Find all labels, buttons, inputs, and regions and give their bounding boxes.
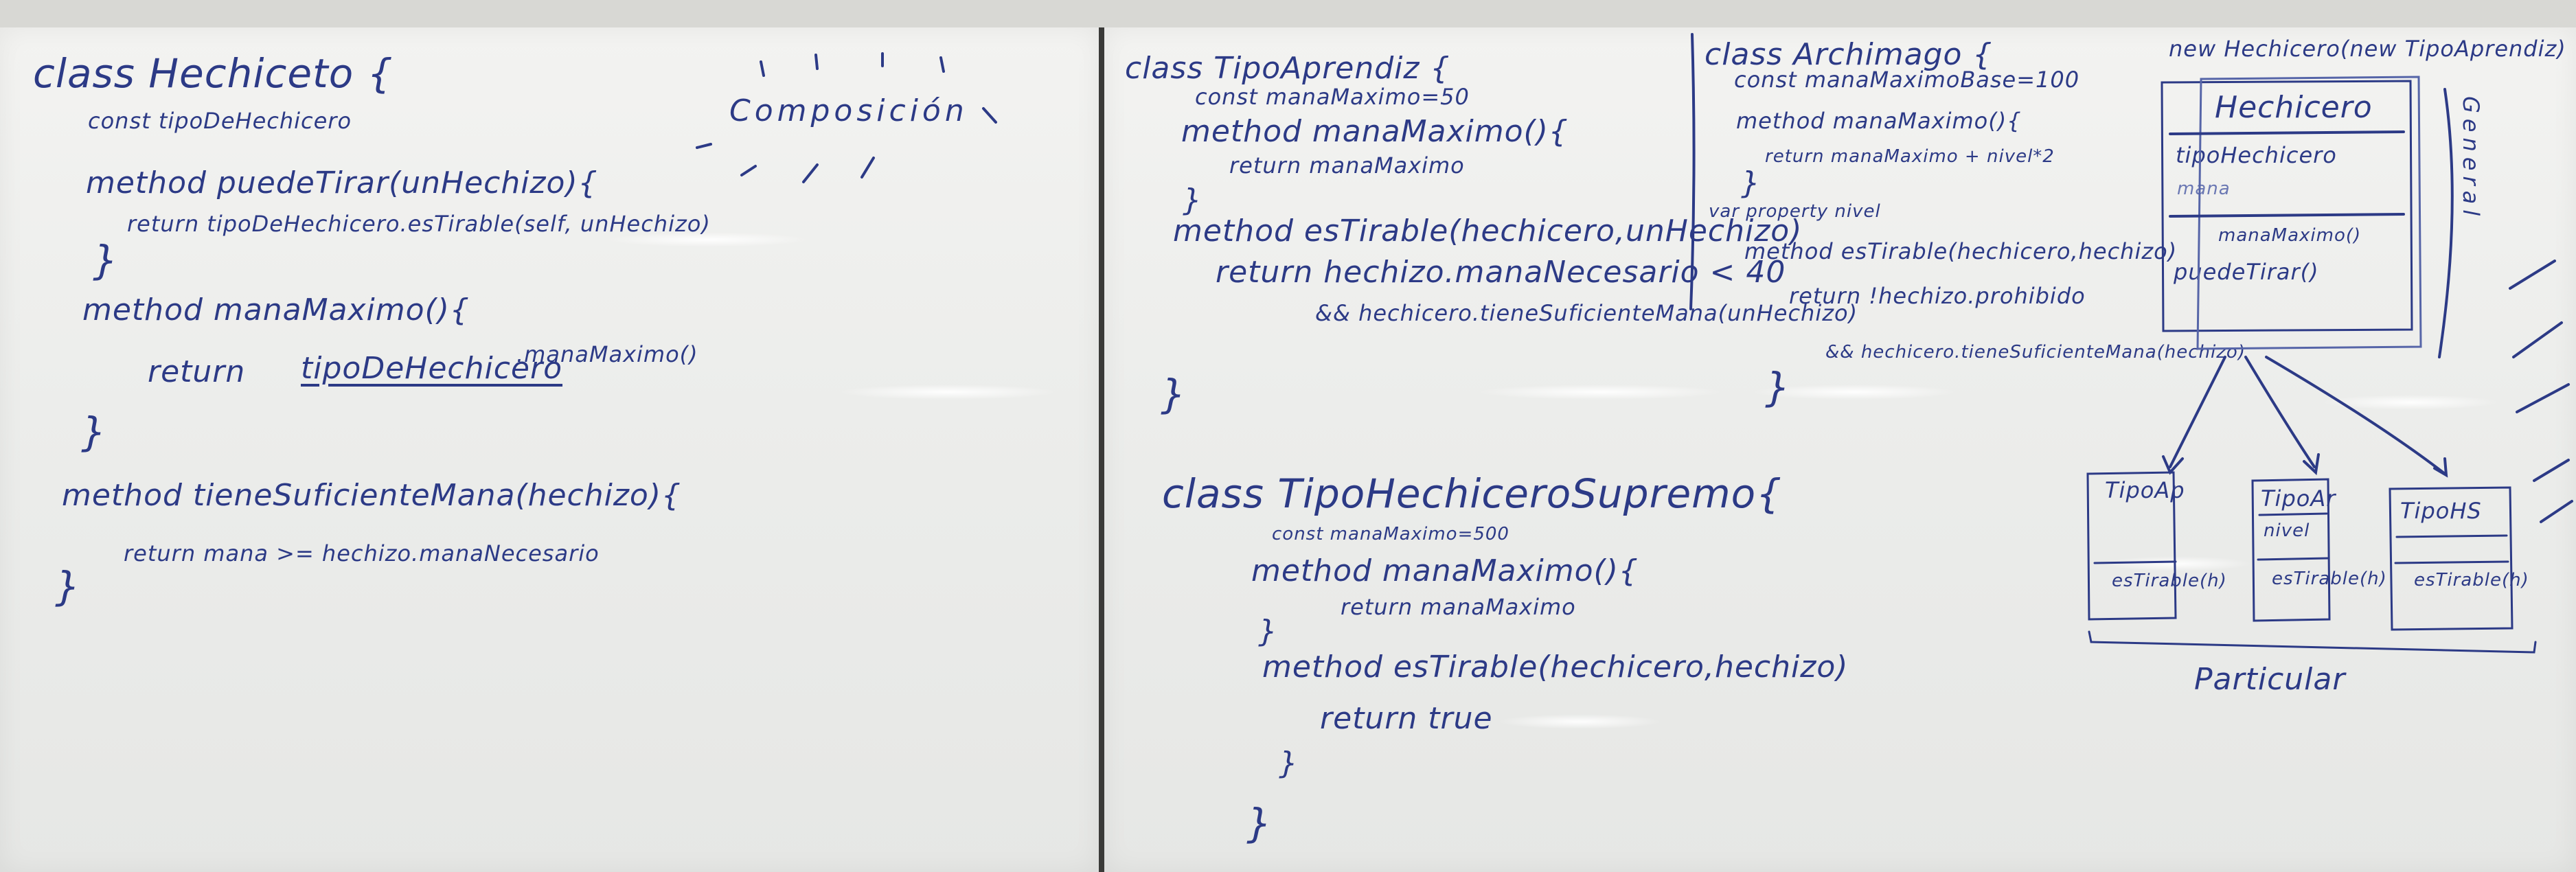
general-side-label: General <box>2458 96 2484 222</box>
uml-hechicero-attribute: mana <box>2177 179 2231 199</box>
hechicero-brace: } <box>93 237 119 284</box>
aprendiz-return-line: return manaMaximo <box>1229 152 1465 179</box>
uml-tipoar-attribute: nivel <box>2264 520 2310 541</box>
aprendiz-const-line: const manaMaximo=50 <box>1195 84 1470 110</box>
aprendiz-and-line: && hechicero.tieneSuficienteMana(unHechi… <box>1315 300 1858 326</box>
new-hechicero-label: new Hechicero(new TipoAprendiz) <box>2169 36 2566 62</box>
supremo-brace: } <box>1246 800 1273 847</box>
hechicero-brace: } <box>81 409 107 455</box>
light-glare <box>1477 385 1724 400</box>
archimago-return-line: return manaMaximo + nivel*2 <box>1765 146 2055 167</box>
aprendiz-brace: } <box>1161 371 1187 417</box>
aprendiz-class-line: class TipoAprendiz { <box>1125 51 1450 86</box>
hechicero-return-line: return tipoDeHechicero.esTirable(self, u… <box>127 211 711 237</box>
archimago-method-line: method esTirable(hechicero,hechizo) <box>1744 238 2178 264</box>
archimago-brace: } <box>1765 364 1791 411</box>
whiteboard-left <box>0 27 1099 872</box>
board-divider <box>1099 27 1104 872</box>
archimago-and-line: && hechicero.tieneSuficienteMana(hechizo… <box>1825 342 2246 363</box>
supremo-class-line: class TipoHechiceroSupremo{ <box>1162 470 1783 517</box>
archimago-class-line: class Archimago { <box>1705 37 1993 72</box>
hechicero-const-line: const tipoDeHechicero <box>88 108 352 134</box>
wall-strip <box>0 0 2576 27</box>
light-glare <box>604 232 810 247</box>
hechicero-return-line: return mana >= hechizo.manaNecesario <box>124 540 600 566</box>
aprendiz-return-line: return hechizo.manaNecesario < 40 <box>1216 255 1786 290</box>
supremo-return-line: return true <box>1320 701 1493 736</box>
hechicero-brace: } <box>55 563 81 610</box>
hechicero-return-call: .manaMaximo() <box>516 341 698 367</box>
light-glare <box>1751 385 1957 400</box>
supremo-const-line: const manaMaximo=500 <box>1272 524 1509 544</box>
light-glare <box>838 385 1058 400</box>
hechicero-underlined-field: tipoDeHechicero <box>301 351 563 386</box>
supremo-brace: } <box>1258 614 1278 649</box>
supremo-brace: } <box>1279 746 1299 781</box>
uml-tipoap-title: TipoAp <box>2105 477 2185 503</box>
hechicero-method-line: method manaMaximo(){ <box>82 292 470 328</box>
light-glare <box>2101 556 2253 571</box>
uml-tipoap-method: esTirable(h) <box>2112 571 2227 591</box>
hechicero-method-line: method puedeTirar(unHechizo){ <box>86 165 598 200</box>
light-glare <box>2321 395 2500 410</box>
supremo-method-line: method manaMaximo(){ <box>1251 553 1639 588</box>
whiteboard-right <box>1104 27 2576 872</box>
uml-tipoar-title: TipoAr <box>2261 485 2336 512</box>
uml-tipohs-title: TipoHS <box>2400 498 2482 524</box>
uml-hechicero-attribute: tipoHechicero <box>2176 142 2337 168</box>
archimago-brace: } <box>1741 165 1761 200</box>
aprendiz-method-line: method esTirable(hechicero,unHechizo) <box>1173 214 1803 249</box>
uml-hechicero-method: manaMaximo() <box>2218 225 2362 246</box>
archimago-var-line: var property nivel <box>1709 201 1881 222</box>
aprendiz-brace: } <box>1183 183 1202 218</box>
hechicero-method-line: method tieneSuficienteMana(hechizo){ <box>62 478 682 513</box>
hechicero-class-line: class Hechiceto { <box>33 50 394 97</box>
hechicero-return-keyword: return <box>148 354 246 389</box>
aprendiz-method-line: method manaMaximo(){ <box>1181 114 1569 149</box>
particular-label: Particular <box>2194 662 2346 697</box>
light-glare <box>1497 714 1662 729</box>
supremo-return-line: return manaMaximo <box>1341 594 1576 620</box>
archimago-method-line: method manaMaximo(){ <box>1736 108 2022 134</box>
uml-hechicero-title: Hechicero <box>2215 90 2373 125</box>
composicion-label: Composición <box>729 93 968 128</box>
archimago-const-line: const manaMaximoBase=100 <box>1734 67 2080 93</box>
supremo-method-line: method esTirable(hechicero,hechizo) <box>1262 650 1849 685</box>
uml-tipohs-method: esTirable(h) <box>2414 570 2529 590</box>
archimago-return-line: return !hechizo.prohibido <box>1789 283 2086 309</box>
